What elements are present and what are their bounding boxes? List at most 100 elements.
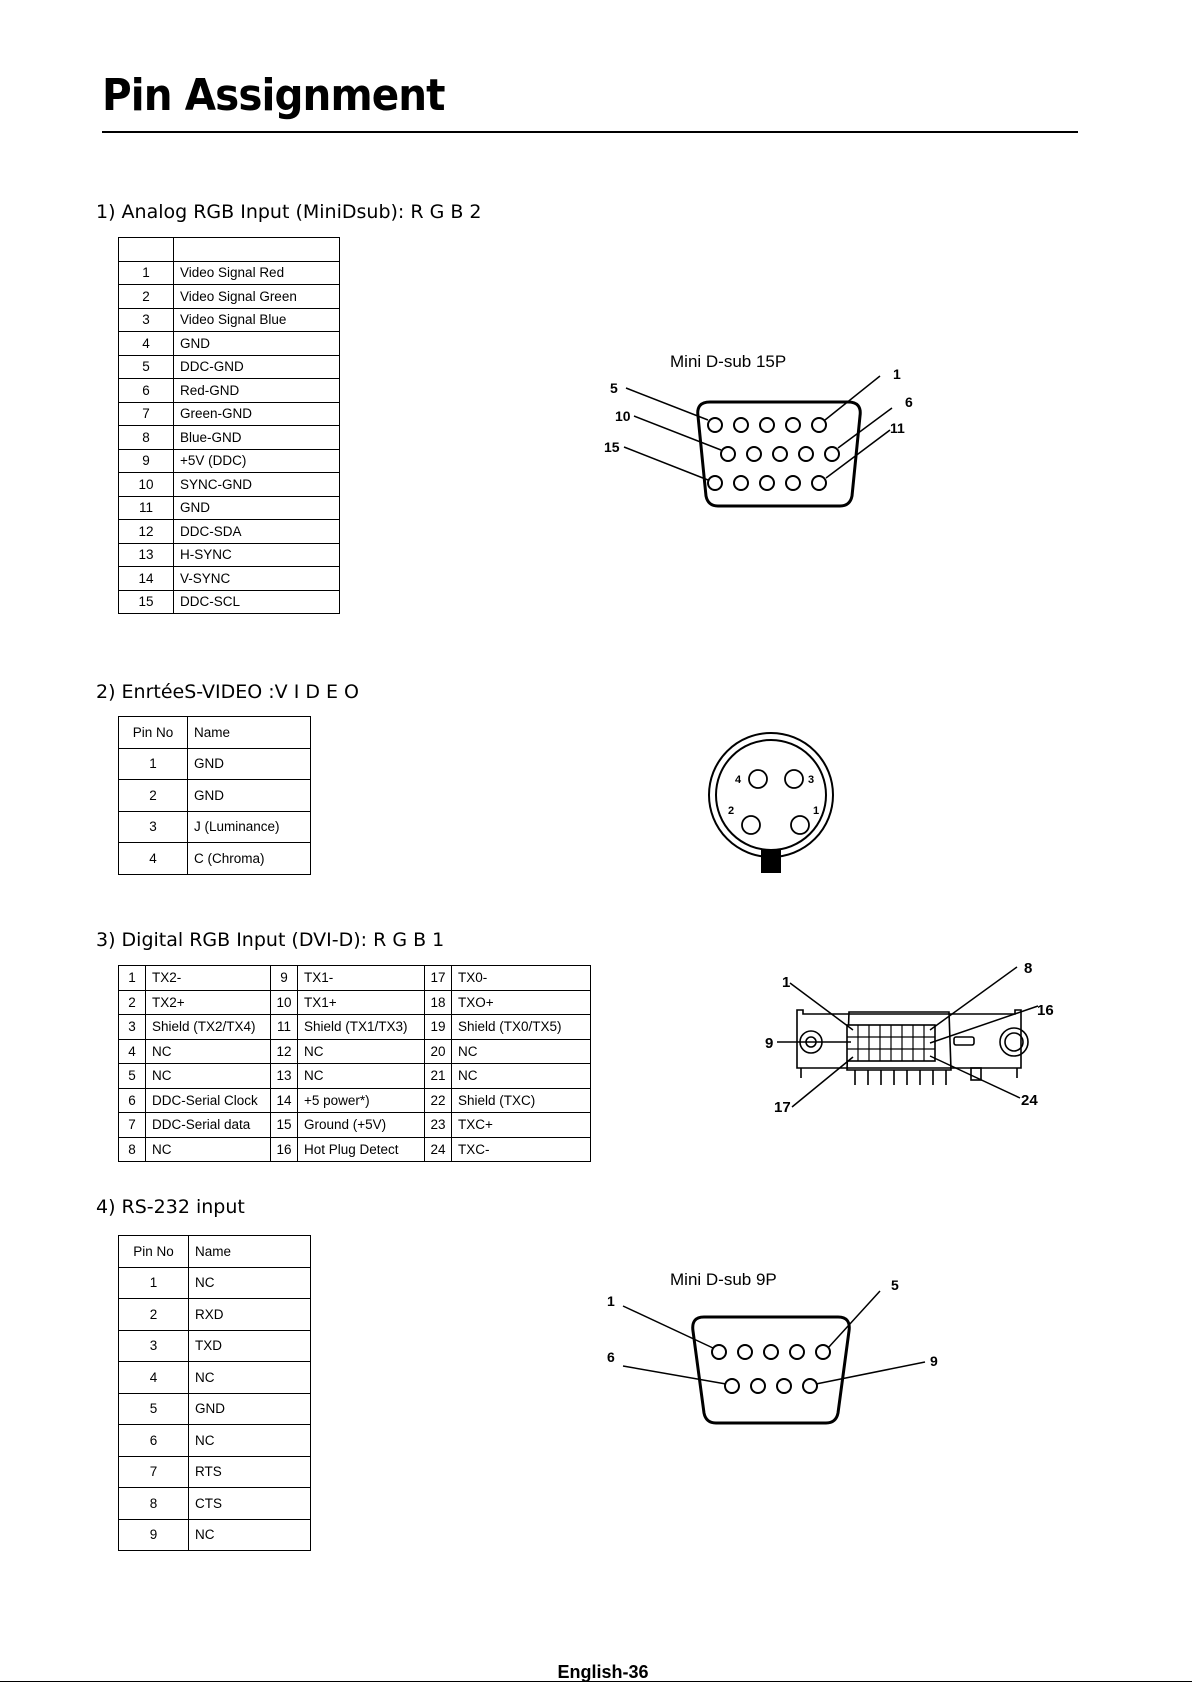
svideo-key [761,849,781,873]
pin-name-cell: NC [451,1063,591,1089]
pin-number-cell: 2 [118,284,174,309]
connector-label-9p: Mini D-sub 9P [670,1270,777,1289]
callout-1: 1 [893,366,901,382]
pin-name-cell: DDC-SDA [173,519,340,544]
pin-name-cell: J (Luminance) [187,810,311,843]
pin-number-cell: 6 [118,1087,146,1113]
pin-number-cell: 11 [118,495,174,520]
section-heading-dvi: 3) Digital RGB Input (DVI-D): R G B 1 [96,929,445,951]
pin-number-cell: 12 [118,519,174,544]
pin-name-cell: TX1- [297,965,425,991]
pin-number-cell: 2 [118,1298,189,1331]
callout-15: 15 [604,439,620,455]
pin-name-cell: CTS [188,1487,311,1520]
pin-name-cell: V-SYNC [173,566,340,591]
pin-name-cell: NC [145,1063,271,1089]
pin-name-cell: Hot Plug Detect [297,1136,425,1162]
section-heading-rs232: 4) RS-232 input [96,1196,245,1218]
dvi-callout-8: 8 [1024,960,1032,977]
mini-dsub-9p-diagram: Mini D-sub 9P 1 5 6 9 [607,1270,938,1425]
pin-name-cell: GND [173,331,340,356]
svideo-pin-label-4: 4 [735,774,742,786]
pin-name-cell: DDC-SCL [173,589,340,614]
dsub9-shell [691,1315,851,1425]
pin-number-cell: 12 [270,1038,298,1064]
pin-name-cell: H-SYNC [173,542,340,567]
callout-6: 6 [905,394,913,410]
dsub-shell [696,400,862,508]
dvi-callout-16: 16 [1037,1002,1054,1019]
pin-name-cell: Ground (+5V) [297,1112,425,1138]
pin-number-cell: 14 [118,566,174,591]
pin-name-cell: GND [187,747,311,780]
pin-name-cell: NC [297,1063,425,1089]
pin-number-cell: 8 [118,1487,189,1520]
svideo-pins [741,769,810,835]
table-header-row [118,237,340,262]
pin-number-cell: 3 [118,307,174,332]
pin-number-cell: 22 [424,1087,452,1113]
pin-number-cell: 2 [118,779,188,812]
pin-name-cell: Shield (TXC) [451,1087,591,1113]
dsub9-callout-lines [622,1290,926,1385]
pin-number-cell: 19 [424,1014,452,1040]
dvi-callout-17: 17 [774,1099,791,1116]
pin-name-cell [173,237,340,262]
pin-name-cell: TXO+ [451,989,591,1015]
svideo-outer-ring [708,732,834,858]
callout-10: 10 [615,408,631,424]
dsub9-callout-9: 9 [930,1353,938,1369]
pin-name-cell: NC [145,1038,271,1064]
pin-name-cell: TXC- [451,1136,591,1162]
pin-number-cell: 6 [118,378,174,403]
pin-name-cell: TXD [188,1329,311,1362]
pin-name-cell: NC [297,1038,425,1064]
pin-number-cell: 5 [118,354,174,379]
pin-number-cell: 24 [424,1136,452,1162]
pin-number-cell: 21 [424,1063,452,1089]
pin-number-cell [118,237,174,262]
pin-number-cell: 4 [118,1361,189,1394]
pin-number-cell: 6 [118,1424,189,1457]
pin-number-cell: 16 [270,1136,298,1162]
pin-number-cell: 3 [118,810,188,843]
pin-number-cell: 2 [118,989,146,1015]
svideo-connector-diagram: 4 3 2 1 [708,732,834,873]
dvi-body [796,1009,1029,1085]
pin-name-cell: RXD [188,1298,311,1331]
pin-number-cell: 7 [118,401,174,426]
pin-number-cell: 15 [270,1112,298,1138]
page-title: Pin Assignment [102,70,445,121]
pin-number-cell: 1 [118,965,146,991]
pin-name-cell: Name [187,716,311,749]
pin-name-cell: Video Signal Green [173,284,340,309]
pin-number-cell: 4 [118,1038,146,1064]
pin-name-cell: GND [188,1392,311,1425]
pin-name-cell: Red-GND [173,378,340,403]
pin-number-cell: 3 [118,1329,189,1362]
dvi-callout-1: 1 [782,974,790,991]
callout-lines [623,375,893,481]
pin-number-cell: 20 [424,1038,452,1064]
pin-name-cell: DDC-GND [173,354,340,379]
